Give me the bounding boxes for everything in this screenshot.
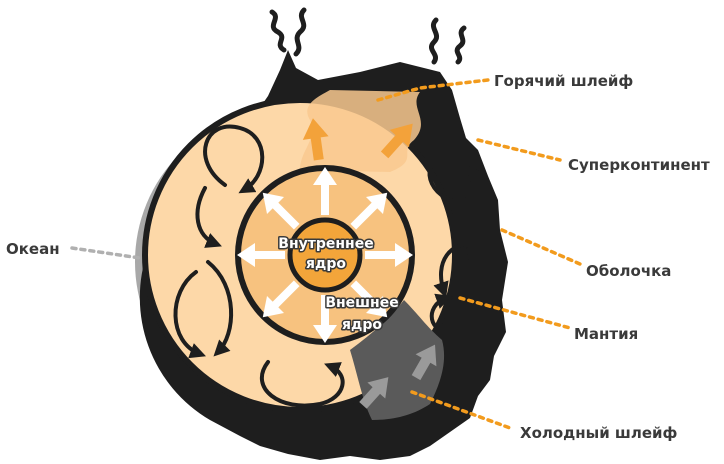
smoke-right-icon	[431, 20, 436, 62]
smoke-left-icon-2	[296, 10, 304, 54]
inner-core	[290, 220, 360, 290]
supercontinent-label: Суперконтинент	[568, 156, 710, 174]
outer-core-label-line1: Внешнее	[325, 295, 398, 311]
mantle-label: Мантия	[574, 325, 638, 343]
inner-core-label-line2: ядро	[306, 256, 346, 272]
outer-core-label-line2: ядро	[342, 317, 382, 333]
cold-plume-label: Холодный шлейф	[520, 424, 678, 442]
smoke-left-icon	[272, 12, 284, 50]
crust-label: Оболочка	[586, 262, 671, 280]
ocean-label: Океан	[6, 240, 60, 258]
hot-plume-label: Горячий шлейф	[494, 72, 633, 90]
inner-core-label-line1: Внутреннее	[278, 236, 373, 252]
smoke-right-icon-2	[457, 28, 464, 62]
